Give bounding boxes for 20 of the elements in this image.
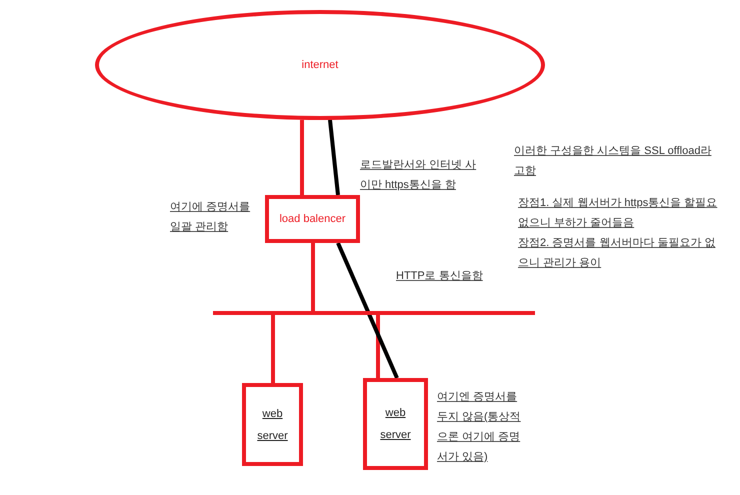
internet-ellipse [95,10,545,120]
note-text: 이러한 구성을한 시스템을 SSL offload라고함 [514,144,712,179]
note-text: 장점2. 증명서를 웹서버마다 둘필요가 없으니 관리가 용이 [518,236,716,271]
load-balancer-box [265,195,360,243]
network-bus-bar [213,311,535,315]
node-label: load balencer [279,212,346,227]
server-box [242,383,303,466]
connector-line [311,243,315,311]
note-text: 여기엔 증명서를 두지 않음(통상적으론 여기에 증명서가 있음) [437,390,522,465]
node-label: web server [256,406,289,444]
note-text: 여기에 증명서를 일괄 관리함 [170,200,252,235]
node-label: internet [302,58,338,73]
connector-line [271,315,275,383]
node-label: web server [379,406,412,443]
connector-line [376,315,380,378]
note-text: 장점1. 실제 웹서버가 https통신을 할필요 없으니 부하가 줄어들음 [518,196,718,231]
server-box [363,378,428,470]
connector-line [336,242,399,379]
connector-line [300,120,304,195]
connector-line [328,120,340,196]
